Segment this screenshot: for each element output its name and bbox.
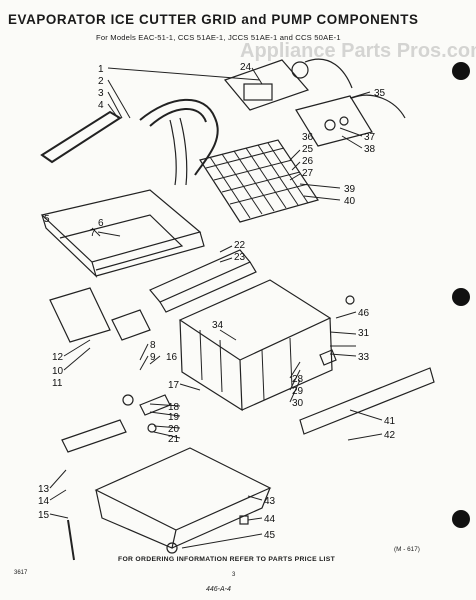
callout-31: 31 xyxy=(358,328,370,339)
callout-2: 2 xyxy=(98,76,104,87)
callout-28: 28 xyxy=(292,374,304,385)
callout-6: 6 xyxy=(98,218,104,229)
callout-15: 15 xyxy=(38,510,50,521)
callout-26: 26 xyxy=(302,156,314,167)
callout-12: 12 xyxy=(52,352,64,363)
callout-35: 35 xyxy=(374,88,386,99)
callout-16: 16 xyxy=(166,352,178,363)
callout-10: 10 xyxy=(52,366,64,377)
figure-code: (M - 617) xyxy=(394,546,420,553)
callout-22: 22 xyxy=(234,240,246,251)
page-code: 3617 xyxy=(14,570,28,576)
callout-23: 23 xyxy=(234,252,246,263)
watermark: Appliance Parts Pros.com xyxy=(240,40,476,62)
callout-38: 38 xyxy=(364,144,376,155)
callout-9: 9 xyxy=(150,352,156,363)
callout-39: 39 xyxy=(344,184,356,195)
binder-hole-bottom xyxy=(452,510,470,528)
callout-42: 42 xyxy=(384,430,396,441)
callout-33: 33 xyxy=(358,352,370,363)
handwritten-code: 446-A-4 xyxy=(206,586,231,593)
fittings xyxy=(122,295,355,433)
callout-45: 45 xyxy=(264,530,276,541)
callout-21: 21 xyxy=(168,434,180,445)
callout-11: 11 xyxy=(52,378,63,389)
callout-25: 25 xyxy=(302,144,314,155)
ordering-note: FOR ORDERING INFORMATION REFER TO PARTS … xyxy=(118,556,336,563)
callout-18: 18 xyxy=(168,402,180,413)
callout-46: 46 xyxy=(358,308,370,319)
leader-lines xyxy=(49,67,383,549)
heater-element xyxy=(149,249,257,313)
callout-numbers: 1 2 3 4 5 6 7 8 9 10 11 12 13 14 15 16 1… xyxy=(38,62,396,541)
callout-17: 17 xyxy=(168,380,180,391)
callout-27: 27 xyxy=(302,168,314,179)
diagram-subtitle: For Models EAC-51-1, CCS 51AE-1, JCCS 51… xyxy=(96,33,341,42)
callout-44: 44 xyxy=(264,514,276,525)
binder-hole-top xyxy=(452,62,470,80)
page-mark: 3 xyxy=(232,572,236,578)
callout-4: 4 xyxy=(98,100,104,111)
water-tube-assembly xyxy=(40,98,219,186)
evaporator-tray xyxy=(40,189,205,278)
pump-frame xyxy=(178,279,333,412)
support-rail xyxy=(299,367,435,435)
callout-5: 5 xyxy=(44,214,50,225)
ice-bin xyxy=(61,419,272,561)
bracket-plate xyxy=(49,287,151,343)
callout-30: 30 xyxy=(292,398,304,409)
callout-20: 20 xyxy=(168,424,180,435)
diagram-title: EVAPORATOR ICE CUTTER GRID and PUMP COMP… xyxy=(8,12,419,27)
callout-13: 13 xyxy=(38,484,50,495)
callout-3: 3 xyxy=(98,88,104,99)
callout-34: 34 xyxy=(212,320,224,331)
ice-cutter-grid xyxy=(199,139,319,223)
callout-40: 40 xyxy=(344,196,356,207)
callout-29: 29 xyxy=(292,386,304,397)
callout-7: 7 xyxy=(90,228,96,239)
callout-36: 36 xyxy=(302,132,314,143)
callout-19: 19 xyxy=(168,412,180,423)
callout-14: 14 xyxy=(38,496,50,507)
callout-41: 41 xyxy=(384,416,396,427)
callout-37: 37 xyxy=(364,132,376,143)
callout-8: 8 xyxy=(150,340,156,351)
binder-hole-middle xyxy=(452,288,470,306)
valve-assembly xyxy=(223,58,406,147)
callout-24: 24 xyxy=(240,62,252,73)
callout-1: 1 xyxy=(98,64,104,75)
callout-43: 43 xyxy=(264,496,276,507)
